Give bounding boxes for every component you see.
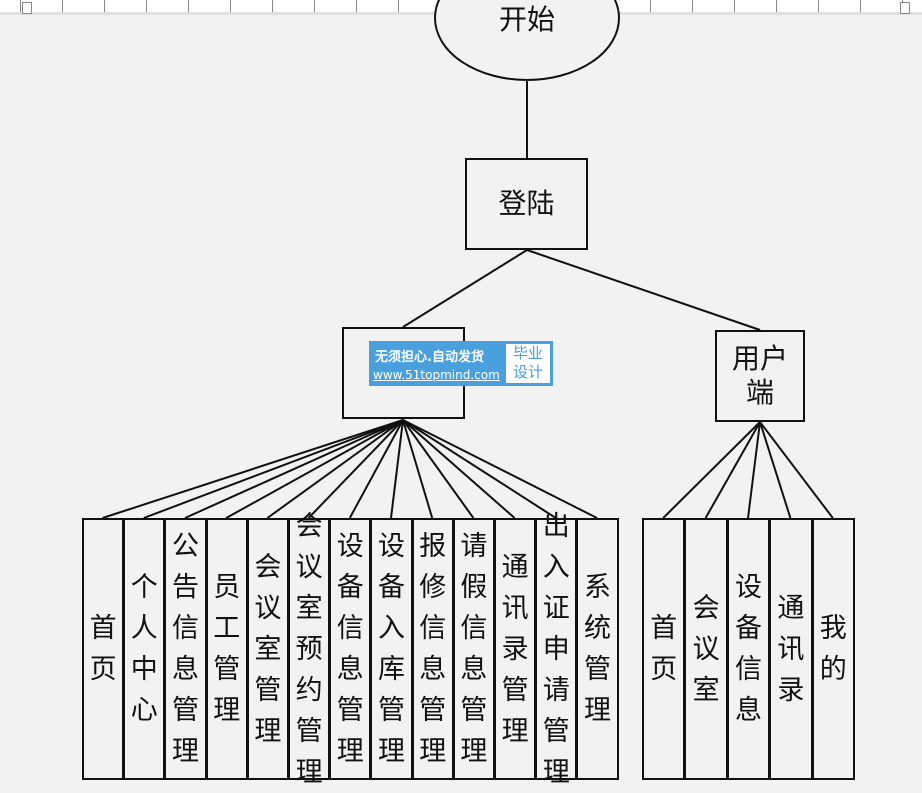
admin-menu-item: 会议室预约管理 [288, 511, 331, 788]
admin-menu-connector [143, 419, 404, 519]
user-menu-connector [747, 421, 761, 519]
user-menu-connector [662, 421, 761, 519]
watermark-line1: 无须担心.自动发货 [375, 350, 484, 365]
admin-menu-item: 出入证申请管理 [535, 511, 578, 788]
admin-menu-label: 个人中心 [130, 572, 158, 726]
admin-menu-connector [402, 419, 475, 519]
admin-menu-connector [266, 419, 404, 519]
user-menu-label: 我的 [819, 613, 847, 685]
admin-menu-label: 通讯录管理 [501, 551, 529, 747]
user-menu-item: 通讯录 [769, 518, 813, 780]
user-menu-item: 我的 [811, 518, 855, 780]
admin-menu-item: 系统管理 [576, 518, 619, 780]
admin-menu-label: 报修信息管理 [419, 531, 447, 767]
admin-menu-connector [402, 419, 434, 519]
admin-menu-connector [390, 419, 404, 519]
admin-menu-label: 设备入库管理 [377, 531, 405, 767]
right-indent-marker[interactable] [900, 2, 910, 14]
user-menu-connector [759, 421, 792, 519]
admin-menu-label: 设备信息管理 [336, 531, 364, 767]
admin-menu-item: 报修信息管理 [411, 518, 454, 780]
admin-menu-label: 首页 [89, 613, 117, 685]
admin-menu-item: 会议室管理 [246, 518, 289, 780]
admin-menu-item: 公告信息管理 [164, 518, 207, 780]
user-menu-item: 会议室 [684, 518, 728, 780]
admin-menu-connector [307, 419, 404, 519]
start-label: 开始 [498, 3, 555, 37]
watermark-url: www.51topmind.com [373, 368, 500, 382]
admin-menu-label: 会议室管理 [254, 551, 282, 747]
admin-menu-connector [102, 419, 404, 519]
admin-menu-item: 员工管理 [205, 518, 248, 780]
connector-lines [102, 0, 834, 519]
admin-menu-item: 设备信息管理 [329, 518, 372, 780]
user-menu-connector [704, 421, 761, 519]
admin-menu-label: 会议室预约管理 [295, 510, 323, 788]
user-menu-item: 设备信息 [726, 518, 771, 780]
user-menu-label: 首页 [650, 613, 678, 685]
admin-menu-item: 设备入库管理 [370, 518, 413, 780]
admin-menu-item: 请假信息管理 [452, 518, 495, 780]
left-indent-marker[interactable] [22, 2, 32, 14]
admin-menu-connector [402, 419, 516, 519]
admin-menu-label: 系统管理 [583, 572, 611, 726]
user-menu-item: 首页 [642, 518, 686, 780]
login-node: 登陆 [465, 158, 588, 250]
admin-menu-item: 首页 [82, 518, 125, 780]
user-menu-label: 设备信息 [734, 572, 762, 726]
user-menu-label: 通讯录 [777, 592, 805, 706]
user-node: 用户端 [715, 330, 805, 422]
watermark-badge: 毕业设计 [506, 344, 550, 383]
user-menu-label: 会议室 [692, 592, 720, 706]
admin-menu-label: 出入证申请管理 [542, 510, 570, 788]
admin-menu-label: 公告信息管理 [171, 531, 199, 767]
user-menu-connector [759, 421, 834, 519]
admin-menu-label: 请假信息管理 [460, 531, 488, 767]
watermark: 无须担心.自动发货 www.51topmind.com 毕业设计 [369, 341, 553, 386]
admin-menu-item: 通讯录管理 [494, 518, 537, 780]
admin-menu-connector [225, 419, 404, 519]
admin-menu-connector [402, 419, 598, 519]
admin-menu-label: 员工管理 [213, 572, 241, 726]
admin-menu-connector [348, 419, 404, 519]
admin-menu-connector [402, 419, 557, 519]
admin-menu-connector [184, 419, 404, 519]
admin-menu-item: 个人中心 [123, 518, 166, 780]
